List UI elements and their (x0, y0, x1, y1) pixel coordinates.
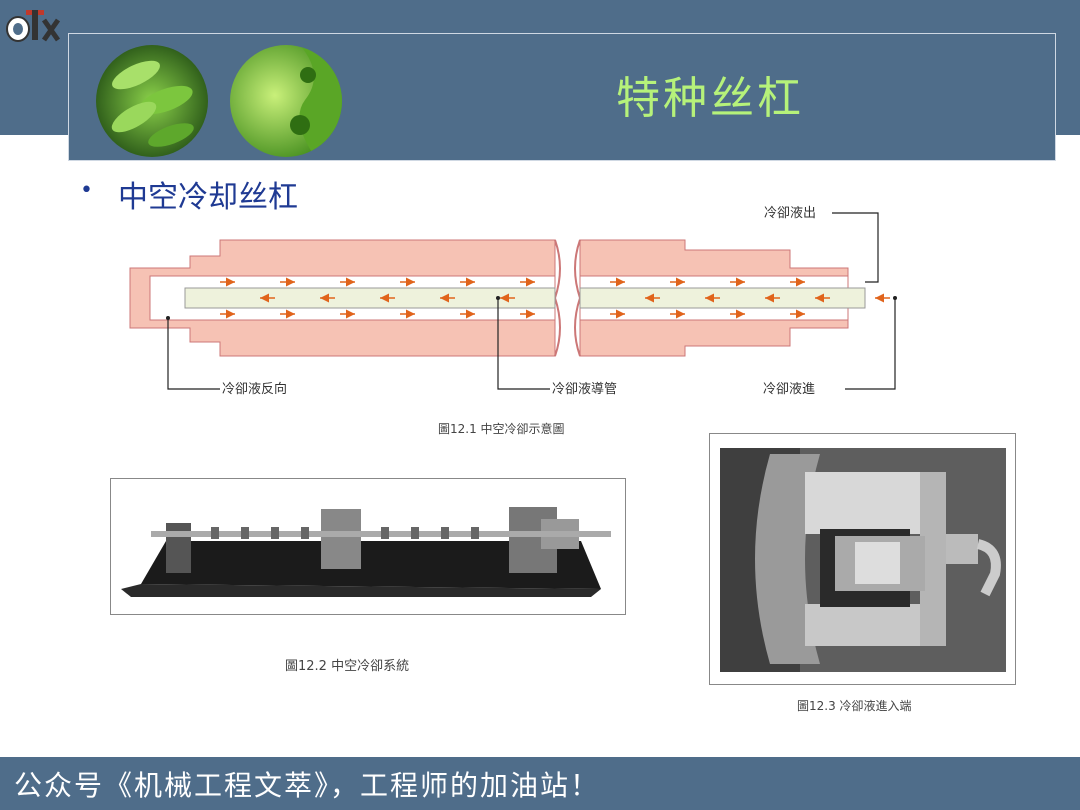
figure1-caption: 圖12.1 中空冷卻示意圖 (438, 422, 565, 436)
footer-text: 公众号《机械工程文萃》，工程师的加油站！ (14, 769, 601, 802)
label-coolant-in: 冷卻液進 (763, 382, 815, 397)
footer-bar (0, 757, 1080, 810)
coolant-inlet-end-photo (709, 433, 1016, 685)
label-coolant-out: 冷卻液出 (764, 206, 816, 221)
figure3-caption: 圖12.3 冷卻液進入端 (797, 699, 912, 713)
bullet-marker: • (80, 178, 93, 203)
bullet-heading: 中空冷却丝杠 (118, 180, 298, 215)
green-gear-photo (230, 45, 342, 157)
slide-title: 特种丝杠 (616, 73, 804, 124)
hollow-cooling-system-photo (110, 478, 626, 615)
green-leaf-photo (96, 45, 208, 157)
hollow-cooling-diagram: 冷卻液出 冷卻液反向 冷卻液導管 冷卻液進 (129, 206, 897, 397)
label-guide-tube: 冷卻液導管 (552, 382, 617, 397)
figure2-caption: 圖12.2 中空冷卻系統 (285, 659, 410, 674)
label-coolant-reverse: 冷卻液反向 (222, 381, 287, 397)
logo-icon (6, 10, 61, 42)
